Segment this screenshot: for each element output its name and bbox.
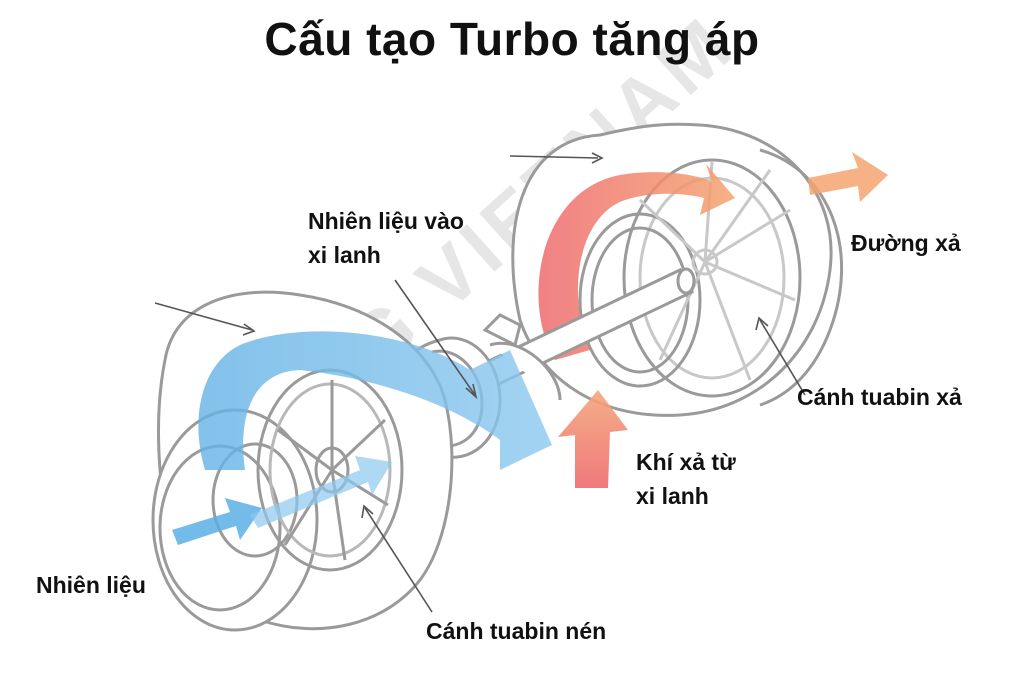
label-exhaust-turbine-blade: Cánh tuabin xả xyxy=(797,384,962,410)
intake-inner-arrow xyxy=(250,456,392,528)
exhaust-outlet-arrow xyxy=(808,152,888,202)
compressor-wheel xyxy=(277,380,389,561)
label-compressor-blade: Cánh tuabin nén xyxy=(426,618,607,644)
intake-flow-arc xyxy=(198,331,552,470)
label-fuel-to-cylinder-line2: xi lanh xyxy=(308,242,381,268)
exhaust-inlet-arrow xyxy=(558,390,628,488)
exhaust-flow-arc xyxy=(538,164,735,360)
label-exhaust-from-cylinder-line2: xi lanh xyxy=(636,483,709,509)
label-exhaust-from-cylinder: Khí xả từ xi lanh xyxy=(636,445,736,513)
label-exhaust-outlet: Đường xả xyxy=(851,230,961,256)
page-title: Cấu tạo Turbo tăng áp xyxy=(264,13,760,65)
label-fuel-to-cylinder: Nhiên liệu vào xi lanh xyxy=(308,204,464,272)
exhaust-turbine-wheel xyxy=(638,161,796,381)
fuel-intake-arrow xyxy=(172,498,262,545)
label-exhaust-from-cylinder-line1: Khí xả từ xyxy=(636,449,736,475)
label-fuel-intake: Nhiên liệu xyxy=(36,572,146,598)
leader-lines xyxy=(154,152,806,613)
label-fuel-to-cylinder-line1: Nhiên liệu vào xyxy=(308,208,464,234)
